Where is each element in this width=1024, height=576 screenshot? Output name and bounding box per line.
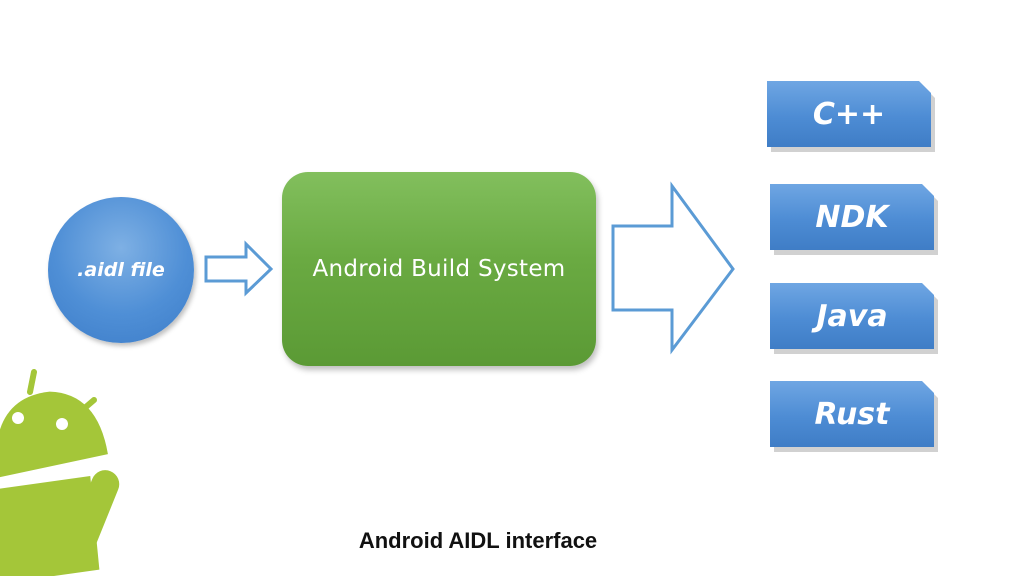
aidl-file-node: .aidl file xyxy=(48,197,194,343)
output-ndk-node: NDK xyxy=(770,184,934,250)
output-rust-node: Rust xyxy=(770,381,934,447)
output-cpp-node: C++ xyxy=(767,81,931,147)
output-java-node: Java xyxy=(770,283,934,349)
diagram-caption: Android AIDL interface xyxy=(358,528,598,553)
android-build-system-node: Android Build System xyxy=(282,172,596,366)
